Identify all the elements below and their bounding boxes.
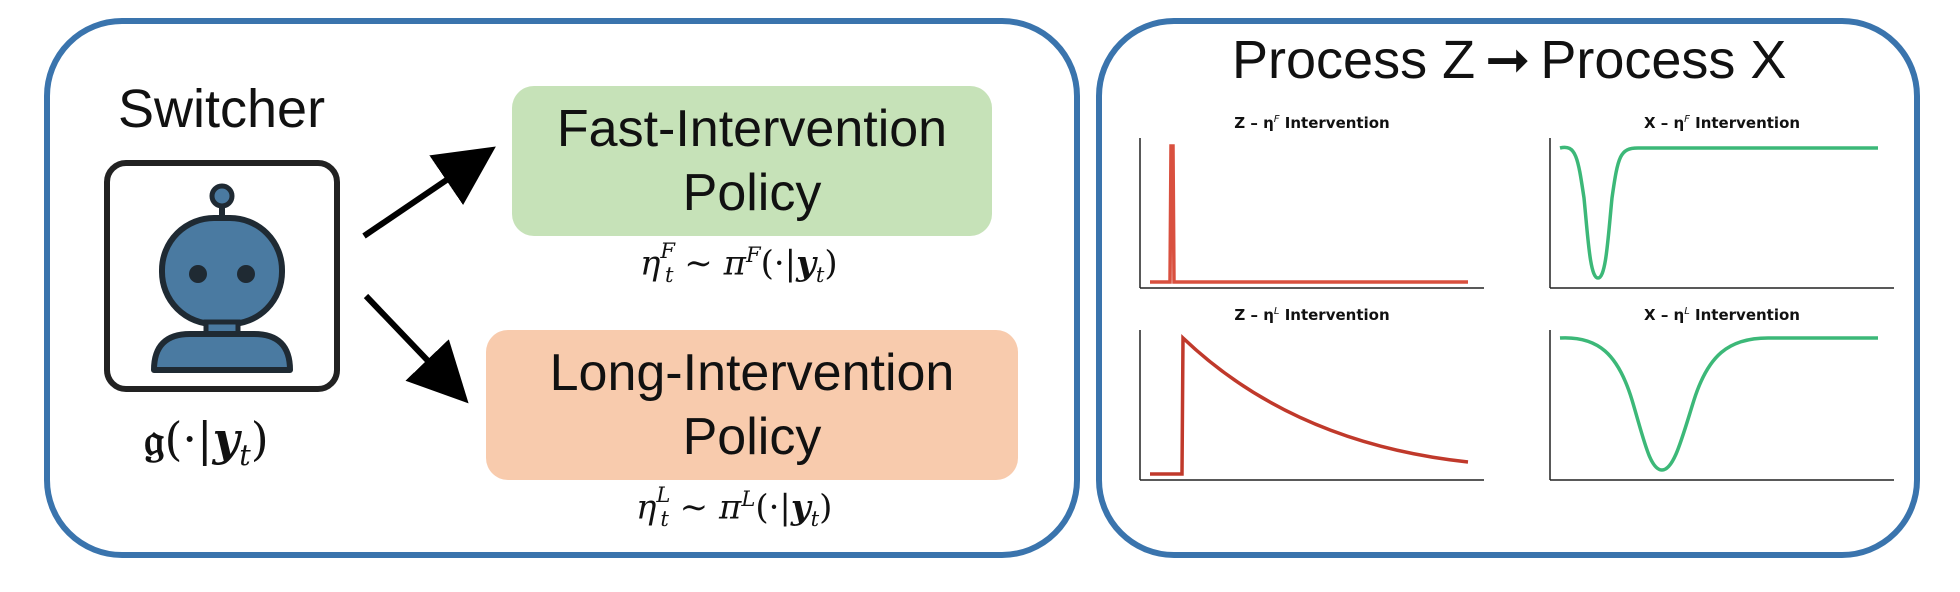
x-long-curve (1559, 336, 1878, 472)
arrow-to-fast (362, 146, 496, 239)
subplot-x-fast: X – ηF Intervention (1548, 114, 1896, 290)
switcher-title: Switcher (118, 79, 326, 139)
long-intervention-policy: Long-Intervention Policy (486, 330, 1018, 480)
subplot-title: X – ηF Intervention (1643, 114, 1801, 132)
fast-intervention-policy: Fast-Intervention Policy (512, 86, 992, 236)
z-fast-plot (1139, 138, 1484, 289)
subplot-title: X – ηL Intervention (1644, 306, 1800, 324)
x-long-plot (1549, 330, 1894, 481)
long-policy-label: Long-Intervention Policy (549, 344, 955, 466)
z-long-curve (1150, 333, 1469, 476)
process-title: Process Z➞Process X (1232, 28, 1786, 91)
x-fast-curve (1559, 145, 1878, 280)
switcher-formula: 𝔤(·|yt) (144, 412, 269, 473)
x-fast-plot (1549, 138, 1894, 289)
arrow-to-long (363, 293, 469, 404)
fast-policy-formula: ηFt ∼ πF(·|yt) (640, 238, 838, 288)
fast-policy-label: Fast-Intervention Policy (556, 100, 948, 222)
process-x-label: Process X (1540, 30, 1787, 90)
z-fast-curve (1150, 144, 1468, 284)
long-policy-formula: ηLt ∼ πL(·|yt) (636, 482, 833, 532)
right-arrow-icon: ➞ (1485, 30, 1531, 90)
subplot-x-long: X – ηL Intervention (1548, 306, 1896, 482)
z-long-plot (1139, 330, 1484, 481)
subplot-z-fast: Z – ηF Intervention (1138, 114, 1486, 290)
process-z-label: Process Z (1232, 30, 1476, 90)
subplot-z-long: Z – ηL Intervention (1138, 306, 1486, 482)
switcher-box (104, 160, 340, 392)
subplot-title: Z – ηF Intervention (1234, 114, 1390, 132)
subplot-title: Z – ηL Intervention (1234, 306, 1390, 324)
robot-icon (151, 183, 293, 373)
